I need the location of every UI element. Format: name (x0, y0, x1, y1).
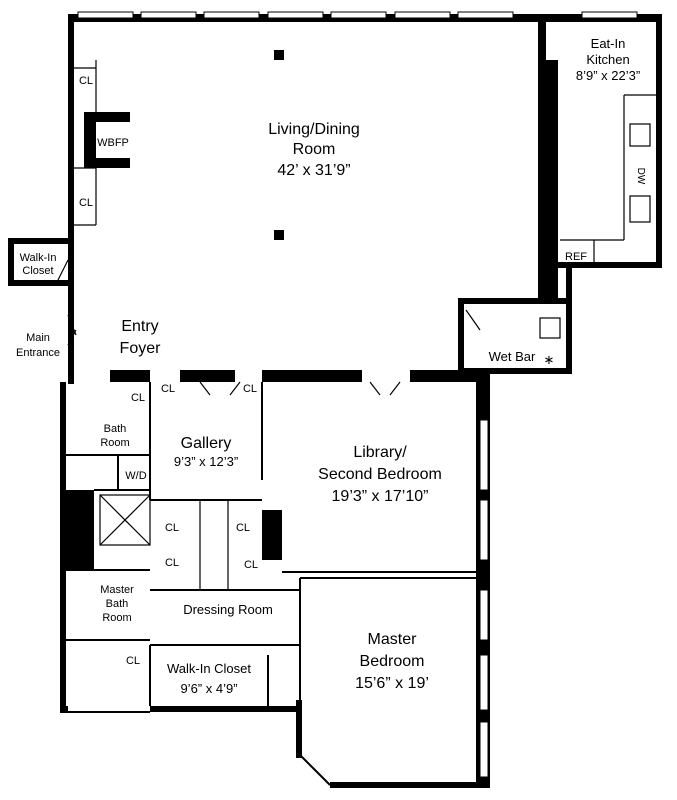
library-dims: 19’3” x 17’10” (332, 488, 429, 505)
kitchen-name-line1: Eat-In (591, 36, 626, 51)
living-dims: 42’ x 31’9” (277, 162, 350, 179)
master-bath-line1: Master (100, 584, 134, 596)
wd-label: W/D (125, 470, 146, 482)
living-dining-label: Living/Dining Room 42’ x 31’9” (268, 121, 360, 179)
right-windows (479, 419, 489, 778)
ref-label: REF (565, 251, 587, 263)
wic-bottom-dims: 9’6” x 4’9” (180, 681, 237, 696)
master-bath-label: Master Bath Room (100, 584, 134, 624)
library-name-line1: Library/ (353, 444, 407, 461)
entry-foyer-label: Entry Foyer (120, 318, 162, 357)
main-entrance-line2: Entrance (16, 347, 60, 359)
closet-label: CL (236, 522, 250, 534)
wic-left-line2: Closet (22, 265, 53, 277)
top-windows (77, 11, 638, 19)
closet-label: CL (131, 392, 145, 404)
master-bedroom-line1: Master (368, 631, 418, 648)
wet-bar-asterisk: ∗ (544, 352, 555, 367)
closet-label: CL (165, 522, 179, 534)
foyer-name-line1: Entry (121, 318, 158, 335)
living-name-line2: Room (293, 141, 336, 158)
closet-label: CL (79, 75, 93, 87)
closet-label: CL (165, 557, 179, 569)
gallery-label: Gallery 9’3” x 12’3” (174, 435, 238, 469)
kitchen-name-line2: Kitchen (586, 52, 629, 67)
library-name-line2: Second Bedroom (318, 466, 442, 483)
kitchen-label: Eat-In Kitchen 8’9” x 22’3” DW REF (565, 36, 646, 263)
closet-label: CL (161, 383, 175, 395)
wet-bar-text: Wet Bar (489, 349, 536, 364)
closet-label: CL (126, 655, 140, 667)
living-name-line1: Living/Dining (268, 121, 360, 138)
bath-line2: Room (100, 437, 129, 449)
main-entrance-line1: Main (26, 332, 50, 344)
wic-bottom-name: Walk-In Closet (167, 661, 251, 676)
master-bath-line3: Room (102, 612, 131, 624)
bath-room-label: Bath Room (100, 423, 129, 449)
wbfp-label: WBFP (97, 137, 129, 149)
main-entrance-label: Main Entrance (16, 332, 60, 359)
dressing-room-name: Dressing Room (183, 602, 273, 617)
master-bedroom-line2: Bedroom (360, 653, 425, 670)
kitchen-dims: 8’9” x 22’3” (576, 68, 640, 83)
master-bedroom-dims: 15’6” x 19’ (355, 675, 429, 692)
interior-walls (57, 60, 656, 706)
gallery-name: Gallery (181, 435, 232, 452)
walk-in-closet-bottom-label: Walk-In Closet 9’6” x 4’9” (167, 661, 251, 696)
foyer-name-line2: Foyer (120, 340, 162, 357)
walk-in-closet-left-label: Walk-In Closet (20, 252, 57, 277)
closet-label: CL (244, 559, 258, 571)
master-bath-line2: Bath (106, 598, 129, 610)
wet-bar-label: Wet Bar ∗ (489, 349, 555, 367)
gallery-dims: 9’3” x 12’3” (174, 454, 238, 469)
dw-label: DW (635, 168, 646, 185)
wic-left-line1: Walk-In (20, 252, 57, 264)
master-bedroom-label: Master Bedroom 15’6” x 19’ (355, 631, 429, 692)
bath-line1: Bath (104, 423, 127, 435)
closet-labels: CL CL CL CL CL CL CL CL CL CL (79, 75, 258, 667)
closet-label: CL (79, 197, 93, 209)
library-label: Library/ Second Bedroom 19’3” x 17’10” (318, 444, 442, 505)
closet-label: CL (243, 383, 257, 395)
